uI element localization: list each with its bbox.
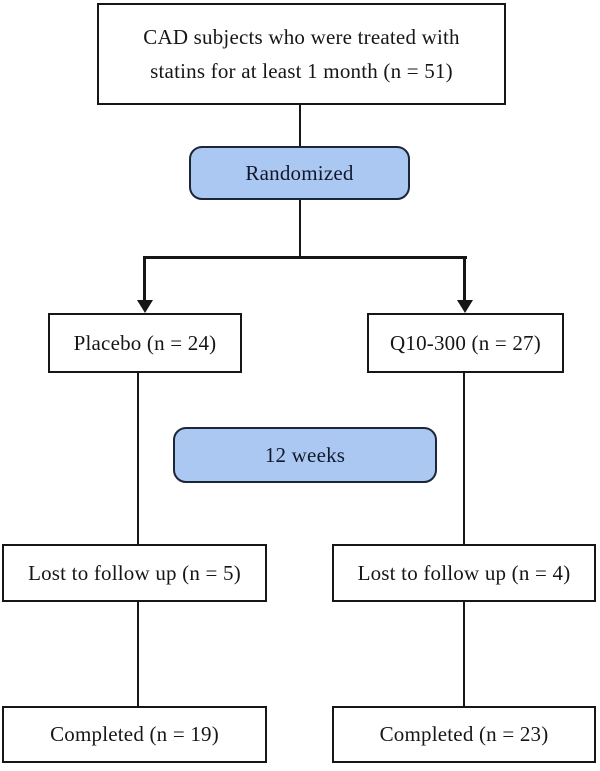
connector-enrollment-randomized [299,105,301,146]
connector-lost-completed-right [463,602,465,706]
enrollment-box: CAD subjects who were treated with stati… [97,3,506,105]
connector-q10-lost [463,373,465,544]
completed-placebo-box: Completed (n = 19) [2,706,267,763]
branch-horizontal-line [143,256,467,259]
randomized-box: Randomized [189,146,410,200]
branch-stem-right [463,256,466,302]
branch-stem-left [143,256,146,302]
connector-randomized-branch [299,200,301,256]
down-arrowhead-right-icon [457,300,473,313]
lost-placebo-box: Lost to follow up (n = 5) [2,544,267,602]
completed-q10-box: Completed (n = 23) [332,706,596,763]
lost-q10-box: Lost to follow up (n = 4) [332,544,596,602]
connector-placebo-lost [137,373,139,544]
q10-box: Q10-300 (n = 27) [367,313,564,373]
connector-lost-completed-left [137,602,139,706]
duration-box: 12 weeks [173,427,437,483]
placebo-box: Placebo (n = 24) [48,313,242,373]
down-arrowhead-left-icon [137,300,153,313]
